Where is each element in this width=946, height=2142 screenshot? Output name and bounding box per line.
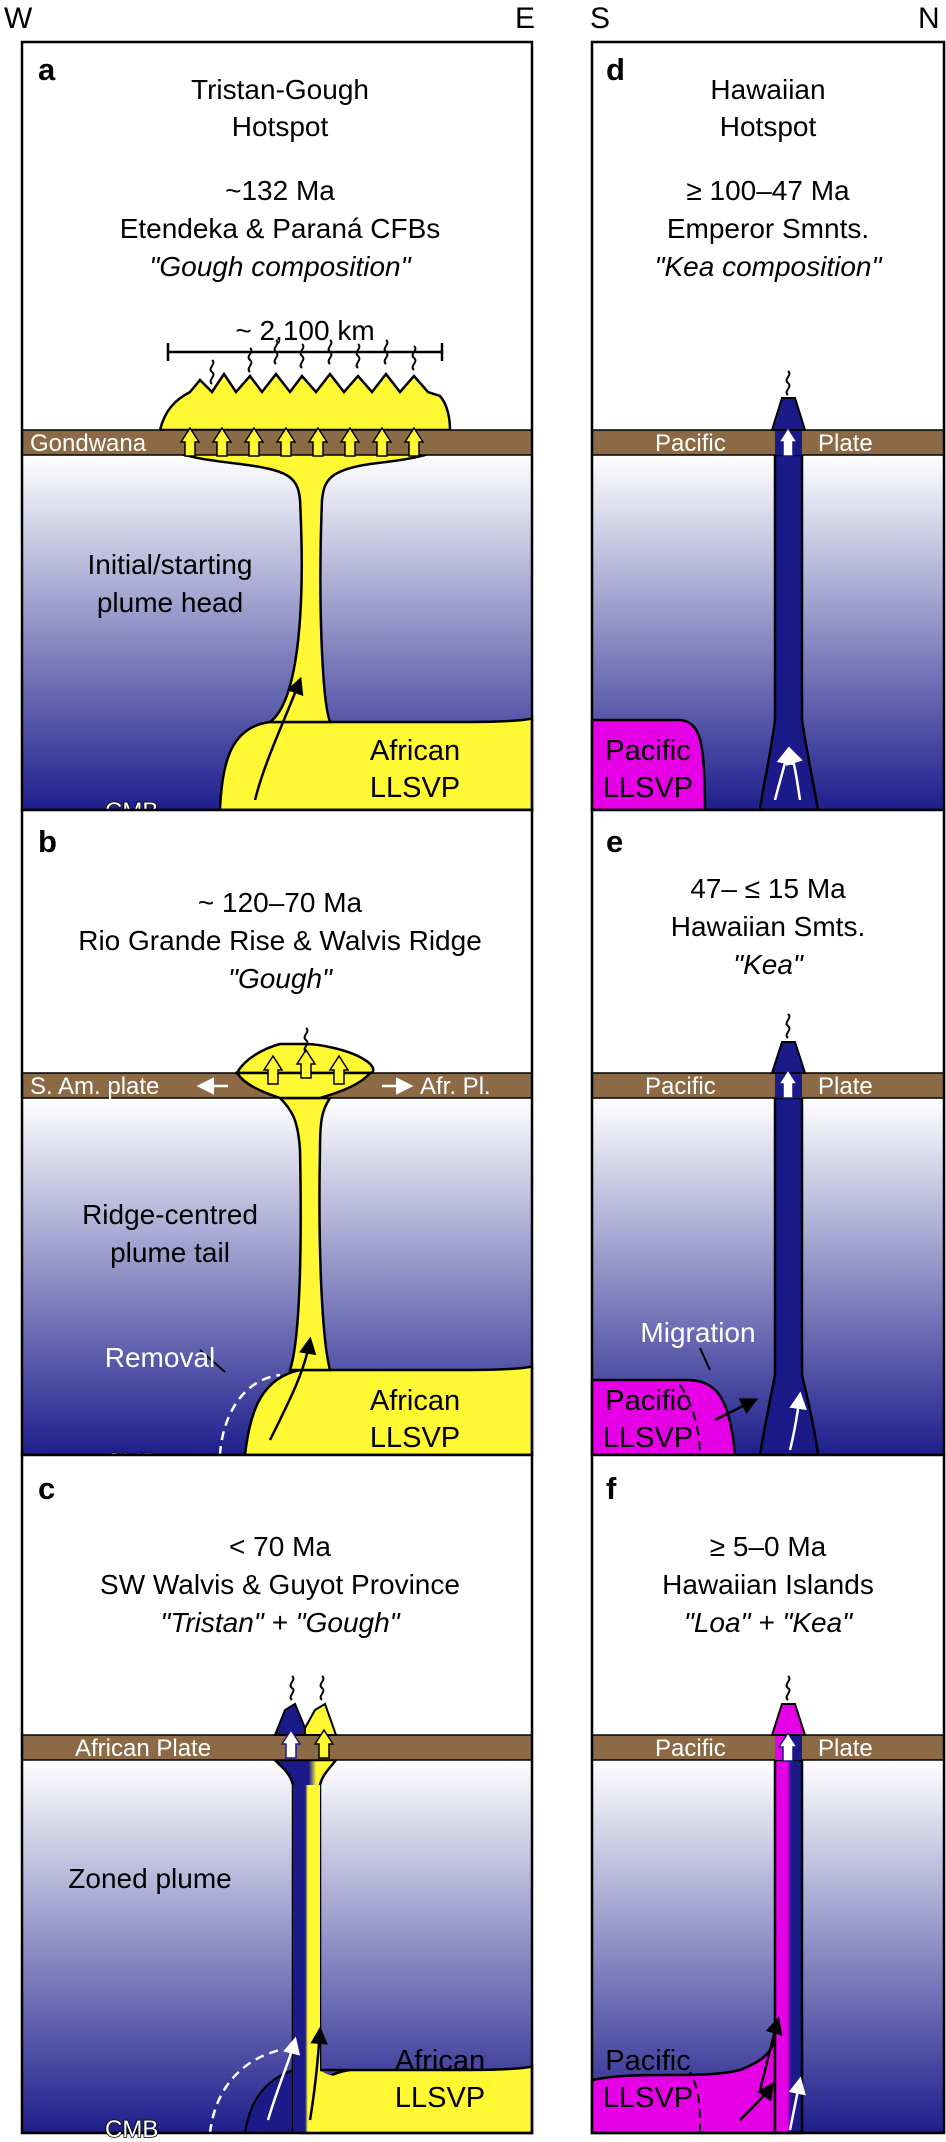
panel-a-composition: "Gough composition" — [149, 251, 411, 282]
panel-d-llsvp-line2: LLSVP — [603, 772, 693, 804]
panel-b: b ~ 120–70 Ma Rio Grande Rise & Walvis R… — [20, 808, 534, 1477]
panel-b-plate-right: Afr. Pl. — [420, 1073, 491, 1100]
panel-b-age: ~ 120–70 Ma — [198, 887, 363, 918]
panel-d-plate-left: Pacific — [655, 430, 726, 457]
panel-d-plate-right: Plate — [818, 430, 873, 457]
panel-c-llsvp-line1: African — [395, 2045, 485, 2077]
panel-a-body-line1: Initial/starting — [88, 549, 253, 580]
panel-f: f ≥ 5–0 Ma Hawaiian Islands "Loa" + "Kea… — [590, 1453, 946, 2135]
panel-e-plate-left: Pacific — [645, 1073, 716, 1100]
panel-e-llsvp-line2: LLSVP — [603, 1422, 693, 1454]
panel-e-letter: e — [606, 824, 623, 859]
panel-a-title-line1: Tristan-Gough — [191, 74, 369, 105]
panel-c-llsvp-line2: LLSVP — [395, 2082, 485, 2114]
panel-a-plate-label: Gondwana — [30, 430, 147, 457]
panel-a-llsvp-line1: African — [370, 735, 460, 767]
west-label: W — [4, 2, 33, 35]
panel-b-province: Rio Grande Rise & Walvis Ridge — [78, 925, 482, 956]
panel-a-title-line2: Hotspot — [232, 111, 329, 142]
panel-d-title-line2: Hotspot — [720, 111, 817, 142]
south-label: S — [590, 2, 610, 35]
panel-c-cmb: CMB — [105, 2116, 158, 2142]
east-label: E — [515, 2, 535, 35]
panel-c: c < 70 Ma SW Walvis & Guyot Province "Tr… — [20, 1453, 534, 2142]
panel-a-letter: a — [38, 52, 56, 87]
panel-b-llsvp-line1: African — [370, 1385, 460, 1417]
panel-c-composition: "Tristan" + "Gough" — [160, 1607, 400, 1638]
panel-c-plate-label: African Plate — [75, 1735, 211, 1762]
panel-d: d Hawaiian Hotspot ≥ 100–47 Ma Emperor S… — [590, 40, 946, 812]
panel-d-age: ≥ 100–47 Ma — [686, 175, 850, 206]
panel-a-province: Etendeka & Paraná CFBs — [120, 213, 441, 244]
panel-d-province: Emperor Smnts. — [667, 213, 869, 244]
pacific-plate-f — [591, 1734, 945, 1761]
panel-f-plate-right: Plate — [818, 1735, 873, 1762]
panel-f-composition: "Loa" + "Kea" — [684, 1607, 853, 1638]
panel-b-removal: Removal — [105, 1342, 215, 1373]
panel-f-llsvp-line1: Pacific — [605, 2045, 690, 2077]
panel-a-age: ~132 Ma — [225, 175, 335, 206]
panel-e-migration: Migration — [640, 1317, 755, 1348]
panel-c-letter: c — [38, 1471, 55, 1506]
panel-b-letter: b — [38, 824, 57, 859]
panel-b-plate-left: S. Am. plate — [30, 1073, 159, 1100]
panel-c-body: Zoned plume — [68, 1863, 231, 1894]
panel-f-plate-left: Pacific — [655, 1735, 726, 1762]
panel-f-age: ≥ 5–0 Ma — [710, 1531, 827, 1562]
african-plate — [21, 1734, 533, 1761]
panel-a: a Tristan-Gough Hotspot ~132 Ma Etendeka… — [20, 40, 534, 826]
panel-a-scale: ~ 2,100 km — [235, 315, 374, 346]
panel-a-llsvp-line2: LLSVP — [370, 772, 460, 804]
panel-e-composition: "Kea" — [733, 949, 804, 980]
panel-e-province: Hawaiian Smts. — [671, 911, 866, 942]
panel-e: e 47– ≤ 15 Ma Hawaiian Smts. "Kea" Pacif… — [590, 808, 946, 1457]
panel-f-letter: f — [606, 1471, 617, 1506]
north-label: N — [918, 2, 940, 35]
panel-d-letter: d — [606, 52, 625, 87]
panel-e-plate-right: Plate — [818, 1073, 873, 1100]
panel-e-llsvp-line1: Pacific — [605, 1385, 690, 1417]
pacific-plate-d — [591, 429, 945, 456]
panel-d-title-line1: Hawaiian — [710, 74, 825, 105]
panel-b-composition: "Gough" — [228, 963, 333, 994]
panel-c-age: < 70 Ma — [229, 1531, 331, 1562]
panel-a-body-line2: plume head — [97, 587, 243, 618]
panel-b-llsvp-line2: LLSVP — [370, 1422, 460, 1454]
panel-b-body-line2: plume tail — [110, 1237, 230, 1268]
panel-d-composition: "Kea composition" — [655, 251, 883, 282]
panel-c-province: SW Walvis & Guyot Province — [100, 1569, 460, 1600]
panel-e-age: 47– ≤ 15 Ma — [690, 873, 846, 904]
panel-f-province: Hawaiian Islands — [662, 1569, 874, 1600]
panel-d-llsvp-line1: Pacific — [605, 735, 690, 767]
panel-f-llsvp-line2: LLSVP — [603, 2082, 693, 2114]
panel-b-body-line1: Ridge-centred — [82, 1199, 258, 1230]
